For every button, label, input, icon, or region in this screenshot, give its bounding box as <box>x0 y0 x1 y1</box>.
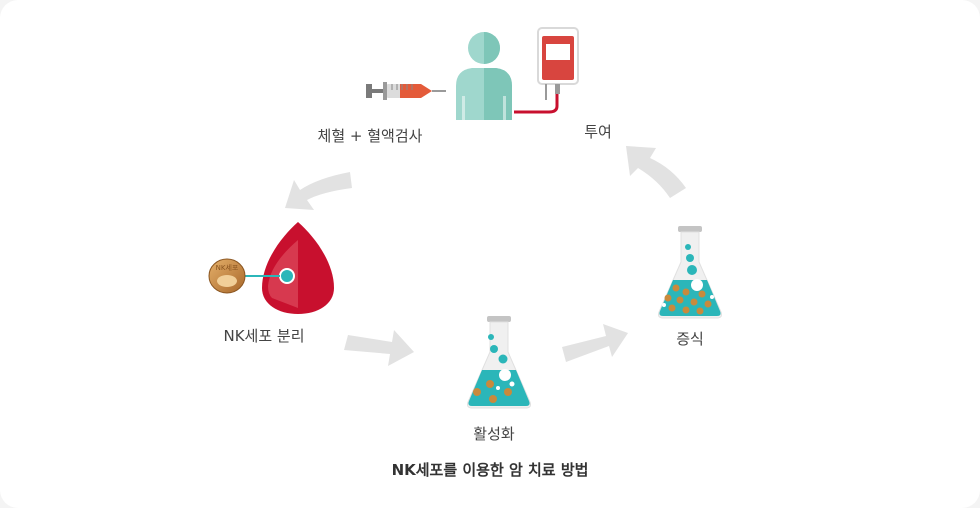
step-label-activation: 활성화 <box>473 425 515 443</box>
patient-icon <box>456 32 512 120</box>
arrow-activate-to-proliferate <box>562 324 628 362</box>
arrow-draw-to-separate <box>285 172 352 210</box>
arrow-proliferate-to-inject <box>626 146 686 198</box>
step-label-blood-draw: 체혈 + 혈액검사 <box>317 127 423 145</box>
nk-cell-icon: NK세포 <box>208 258 246 294</box>
step-label-proliferation: 증식 <box>676 330 704 348</box>
step-label-separation: NK세포 분리 <box>223 327 305 345</box>
step-label-injection: 투여 <box>584 123 612 141</box>
activation-flask-icon <box>467 316 531 409</box>
blood-drop-icon <box>262 222 334 314</box>
arrow-separate-to-activate <box>344 330 414 366</box>
diagram-caption: NK세포를 이용한 암 치료 방법 <box>391 461 589 479</box>
proliferation-flask-icon <box>658 226 722 319</box>
syringe-icon <box>366 82 446 100</box>
blood-bag-icon <box>514 27 579 114</box>
nk-cell-text: NK세포 <box>216 263 239 272</box>
